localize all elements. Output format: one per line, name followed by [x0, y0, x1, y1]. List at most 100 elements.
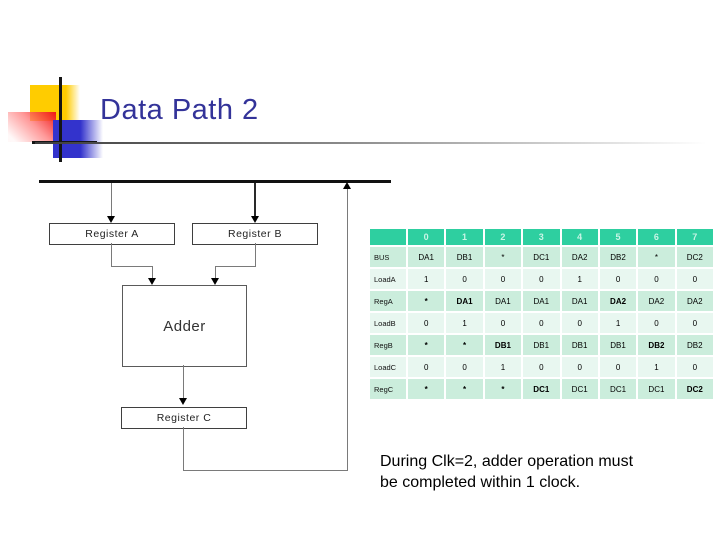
clock-column-header: 1 — [446, 229, 483, 245]
table-cell: * — [446, 379, 483, 399]
table-cell: 0 — [408, 313, 445, 333]
table-cell: DA2 — [638, 291, 675, 311]
adder-label: Adder — [163, 317, 206, 335]
table-cell: 0 — [599, 269, 637, 289]
table-cell: DA1 — [446, 291, 483, 311]
adder-box: Adder — [122, 285, 247, 367]
table-cell: 0 — [561, 357, 598, 377]
clock-note-line-2: be completed within 1 clock. — [380, 474, 581, 491]
table-cell: 1 — [484, 357, 522, 377]
row-label: LoadC — [370, 357, 406, 377]
table-cell: * — [446, 335, 483, 355]
register-b-box: Register B — [192, 223, 318, 245]
table-cell: * — [408, 379, 445, 399]
arrow-down-icon — [251, 216, 259, 223]
table-cell: DB1 — [484, 335, 522, 355]
bus-line — [39, 180, 391, 183]
connector-register-a-to-adder — [111, 266, 153, 267]
table-cell: DA2 — [561, 247, 598, 267]
table-cell: 0 — [446, 357, 483, 377]
table-cell: 0 — [638, 313, 675, 333]
row-label: LoadB — [370, 313, 406, 333]
register-a-label: Register A — [85, 228, 139, 240]
table-cell: 0 — [599, 357, 637, 377]
table-cell: * — [484, 247, 522, 267]
table-cell: 0 — [561, 313, 598, 333]
register-a-box: Register A — [49, 223, 175, 245]
row-label: BUS — [370, 247, 406, 267]
clock-column-header: 6 — [638, 229, 675, 245]
table-cell: DB1 — [599, 335, 637, 355]
table-cell: * — [408, 291, 445, 311]
decor-red-square — [8, 112, 56, 142]
table-cell: DC1 — [599, 379, 637, 399]
table-cell: DB1 — [561, 335, 598, 355]
table-cell: DA2 — [676, 291, 713, 311]
clock-column-header: 5 — [599, 229, 637, 245]
decor-vertical-line — [59, 77, 62, 162]
corner-header-cell — [370, 229, 406, 245]
table-cell: 0 — [676, 313, 713, 333]
table-cell: DA1 — [408, 247, 445, 267]
table-cell: 0 — [676, 269, 713, 289]
connector-register-c-to-bus — [347, 189, 348, 471]
table-cell: 1 — [638, 357, 675, 377]
table-cell: 0 — [638, 269, 675, 289]
connector-register-c-to-bus — [183, 427, 184, 471]
connector-register-b-to-adder — [215, 266, 216, 278]
row-label: RegA — [370, 291, 406, 311]
connector-register-b-to-adder — [255, 243, 256, 267]
arrow-down-icon — [179, 398, 187, 405]
table-cell: 0 — [484, 313, 522, 333]
table-cell: DA1 — [484, 291, 522, 311]
table-cell: DA1 — [561, 291, 598, 311]
table-cell: 0 — [408, 357, 445, 377]
connector-bus-to-register-b — [254, 183, 256, 217]
table-cell: * — [408, 335, 445, 355]
table-cell: DC1 — [561, 379, 598, 399]
table-cell: 1 — [561, 269, 598, 289]
row-label: RegC — [370, 379, 406, 399]
table-cell: 1 — [408, 269, 445, 289]
table-cell: 0 — [676, 357, 713, 377]
page-title: Data Path 2 — [100, 94, 259, 126]
arrow-down-icon — [211, 278, 219, 285]
connector-register-b-to-adder — [215, 266, 256, 267]
table-cell: DB2 — [599, 247, 637, 267]
table-cell: DB2 — [676, 335, 713, 355]
arrow-down-icon — [148, 278, 156, 285]
clock-column-header: 0 — [408, 229, 445, 245]
table-cell: 0 — [523, 269, 560, 289]
connector-register-a-to-adder — [152, 266, 153, 278]
table-cell: DC1 — [523, 379, 560, 399]
table-cell: DB2 — [638, 335, 675, 355]
table-cell: DB1 — [446, 247, 483, 267]
connector-register-c-to-bus — [183, 470, 348, 471]
clock-note-line-1: During Clk=2, adder operation must — [380, 453, 634, 470]
arrow-down-icon — [107, 216, 115, 223]
table-cell: 0 — [484, 269, 522, 289]
table-cell: * — [484, 379, 522, 399]
table-cell: DC2 — [676, 247, 713, 267]
table-cell: * — [638, 247, 675, 267]
arrow-up-icon — [343, 182, 351, 189]
table-cell: DA1 — [523, 291, 560, 311]
connector-register-a-to-adder — [111, 243, 112, 267]
table-cell: DC2 — [676, 379, 713, 399]
table-cell: 0 — [446, 269, 483, 289]
row-label: LoadA — [370, 269, 406, 289]
table-cell: DA2 — [599, 291, 637, 311]
clock-note: During Clk=2, adder operation must be co… — [380, 451, 633, 493]
register-c-label: Register C — [156, 412, 212, 424]
table-cell: DC1 — [638, 379, 675, 399]
connector-adder-to-register-c — [183, 365, 184, 399]
